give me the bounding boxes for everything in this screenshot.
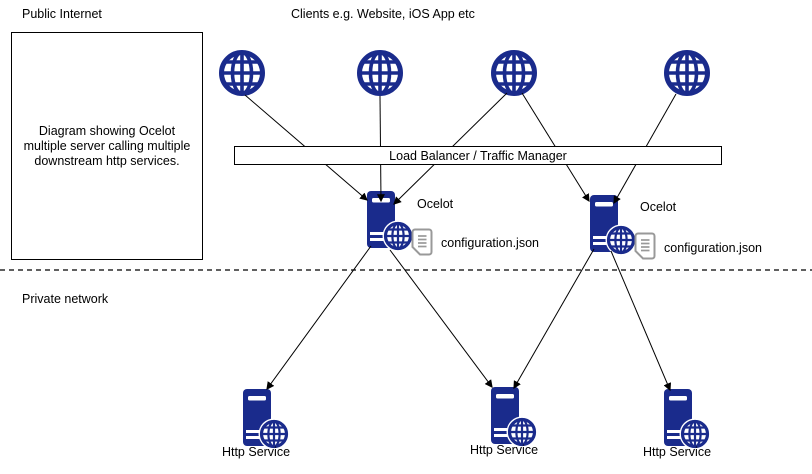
client-globe-icon [218,49,266,97]
private-network-label: Private network [22,292,109,306]
description-text: Diagram showing Ocelot multiple server c… [23,123,191,168]
client-globe-icon [490,49,538,97]
ocelot-label: Ocelot [417,197,454,211]
clients-label: Clients e.g. Website, iOS App etc [291,7,475,21]
http-service-server-icon [237,388,289,452]
client-globe-icon [663,49,711,97]
ocelot-server-icon [584,194,636,258]
configuration-document-icon [634,232,656,260]
client-globe-icon [356,49,404,97]
load-balancer-box: Load Balancer / Traffic Manager [234,146,722,165]
ocelot-server-icon [361,190,413,254]
ocelot-to-service-arrow [266,245,372,390]
ocelot-to-service-arrow [513,248,595,390]
http-service-label: Http Service [642,445,712,459]
configuration-document-icon [411,228,433,256]
ocelot-label: Ocelot [640,200,677,214]
public-internet-label: Public Internet [22,7,102,21]
http-service-server-icon [485,386,537,450]
configuration-file-label: configuration.json [441,236,539,250]
description-box: Diagram showing Ocelot multiple server c… [11,32,203,260]
ocelot-to-service-arrow [610,250,672,392]
http-service-label: Http Service [469,443,539,457]
ocelot-to-service-arrow [389,249,493,388]
http-service-label: Http Service [221,445,291,459]
configuration-file-label: configuration.json [664,241,762,255]
http-service-server-icon [658,388,710,452]
